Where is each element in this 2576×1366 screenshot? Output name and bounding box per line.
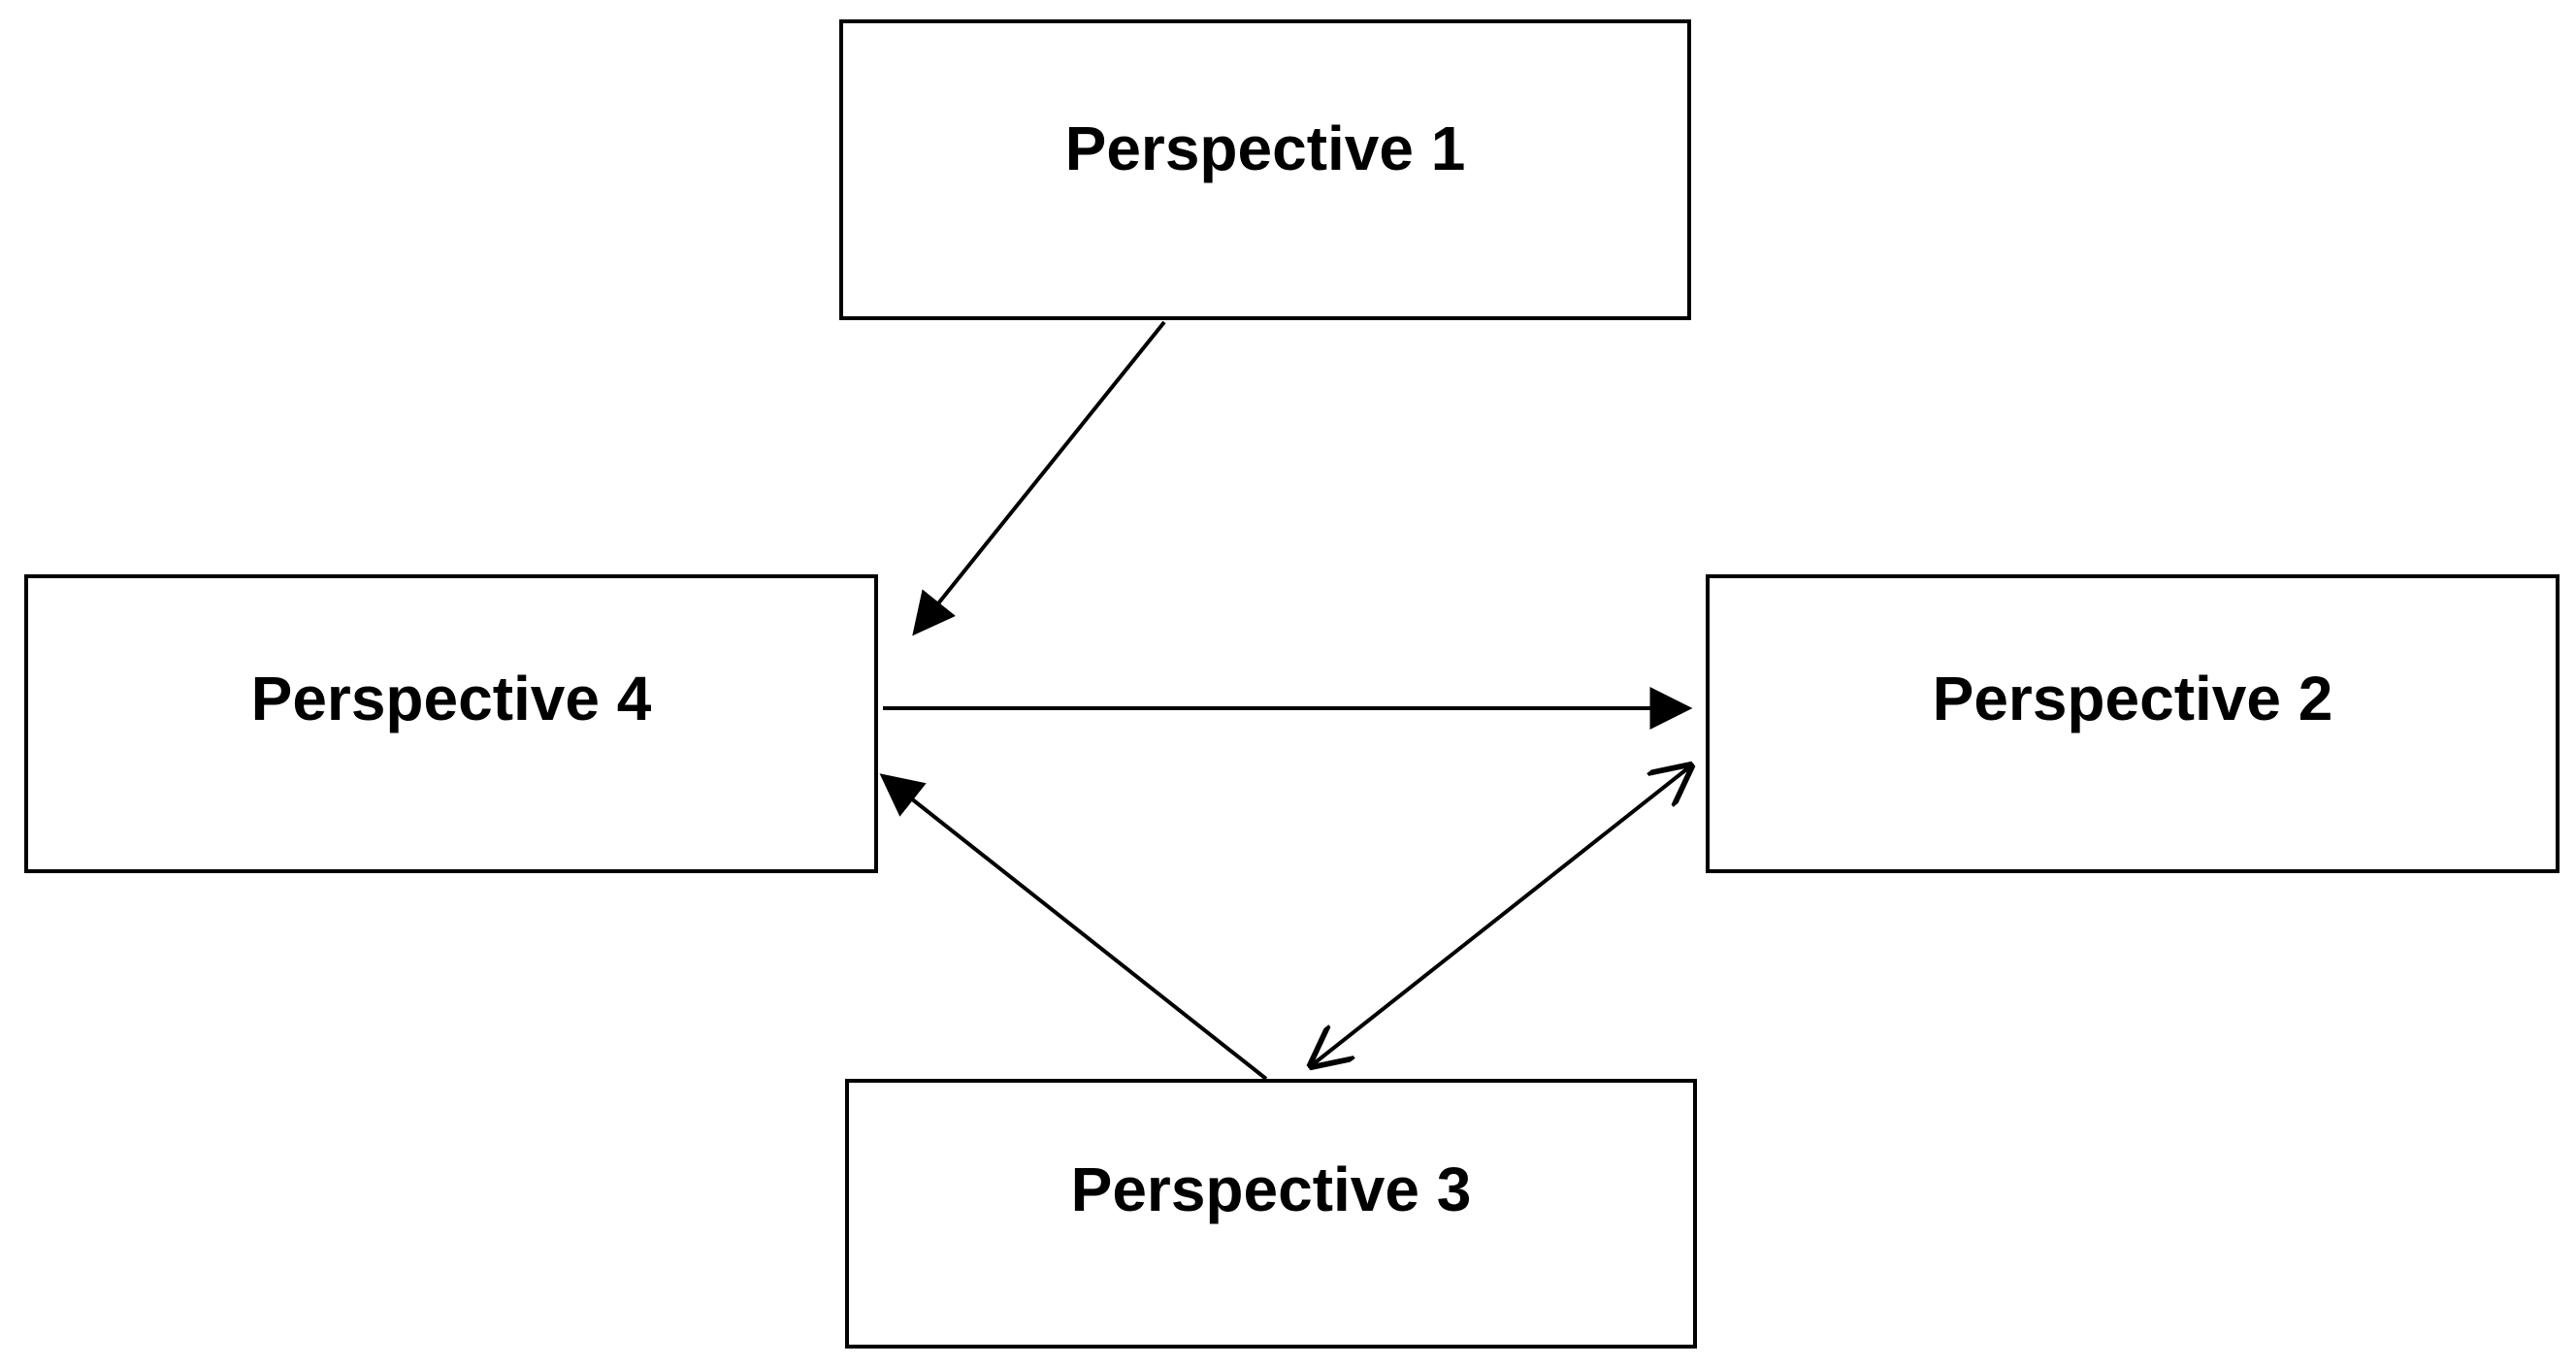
perspective-1-box: Perspective 1	[839, 19, 1691, 320]
arrow-p3-p2-bidirectional	[1312, 766, 1690, 1065]
arrow-p3-to-p4	[879, 773, 1268, 1081]
perspective-2-box: Perspective 2	[1706, 574, 2560, 873]
perspective-1-label: Perspective 1	[1064, 114, 1466, 183]
arrow-p1-to-p4	[912, 320, 1166, 636]
perspective-3-label: Perspective 3	[1070, 1155, 1472, 1224]
perspective-2-label: Perspective 2	[1932, 664, 2333, 733]
perspective-4-box: Perspective 4	[24, 574, 878, 873]
perspective-4-label: Perspective 4	[250, 664, 652, 733]
perspective-3-box: Perspective 3	[845, 1079, 1697, 1349]
